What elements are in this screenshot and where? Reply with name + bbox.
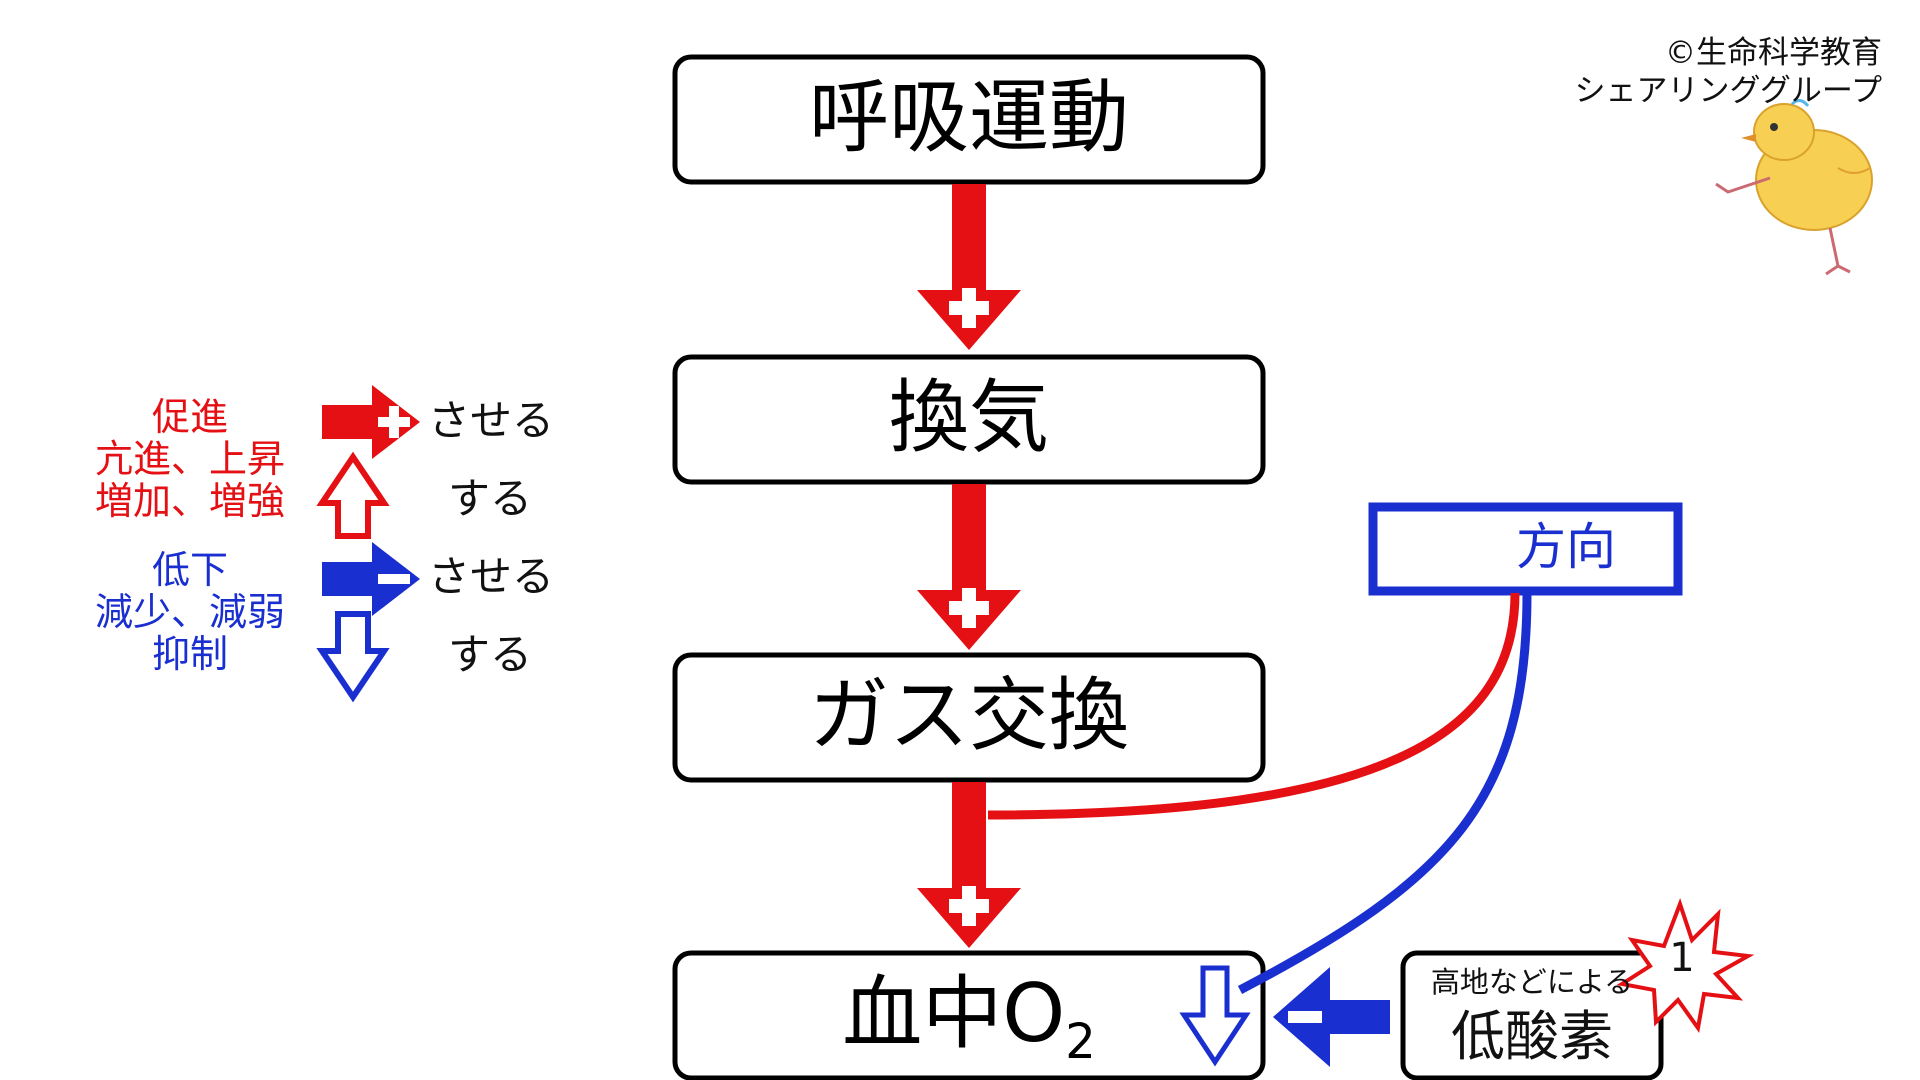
legend-does-label-red: する [448, 474, 533, 523]
minus-icon [378, 574, 410, 584]
legend-suppress-term: 抑制 [151, 632, 228, 676]
promote-arrow-2 [917, 484, 1021, 650]
copyright-line-1: ©生命科学教育 [1665, 35, 1882, 71]
badge-number: 1 [1669, 935, 1695, 981]
box-respiratory-movement [672, 54, 1266, 185]
legend-promote-terms: 促進 亢進、上昇 増加、増強 [70, 396, 310, 522]
blood-o2-subscript: 2 [1065, 1013, 1096, 1070]
label-blood-o2: 血中O2 [675, 974, 1263, 1066]
legend-causes-label-red: させる [428, 396, 555, 445]
legend-promote-term: 増加、増強 [94, 479, 285, 523]
plus-icon [949, 588, 989, 628]
box-gas-exchange [672, 652, 1266, 783]
plus-icon [949, 886, 989, 926]
legend-down-arrow [316, 611, 390, 703]
plus-icon [949, 288, 989, 328]
promote-arrow-3 [917, 782, 1021, 948]
label-ventilation: 換気 [889, 371, 1049, 464]
promote-arrow-1 [917, 184, 1021, 350]
chick-icon [1715, 99, 1873, 276]
red-connector-line [987, 592, 1520, 820]
label-gas-exchange: ガス交換 [809, 669, 1129, 762]
box-direction [1368, 502, 1683, 596]
box-ventilation [672, 354, 1266, 485]
label-hypoxia: 低酸素 [1451, 1005, 1613, 1068]
legend-suppress-term: 低下 [151, 548, 228, 592]
down-arrow-icon [1179, 965, 1251, 1067]
legend-promote-term: 亢進、上昇 [94, 437, 285, 481]
label-direction: 方向 [1516, 518, 1616, 576]
minus-icon [1288, 1011, 1322, 1023]
legend-up-arrow [316, 451, 390, 539]
suppress-arrow-hypoxia [1273, 967, 1390, 1067]
copyright: ©生命科学教育 シェアリンググループ [1574, 34, 1882, 110]
legend-promote-arrow [322, 385, 420, 459]
legend-causes-label-blue: させる [428, 552, 555, 601]
label-respiratory-movement: 呼吸運動 [809, 71, 1129, 164]
blue-connector-line [1237, 592, 1532, 994]
box-blood-o2 [672, 950, 1266, 1080]
blood-o2-text: 血中O [842, 967, 1066, 1060]
legend-suppress-arrow [322, 542, 420, 616]
legend-suppress-term: 減少、減弱 [94, 590, 285, 634]
label-hypoxia-cause: 高地などによる [1430, 965, 1634, 999]
star-burst-icon [1616, 898, 1755, 1034]
legend-does-label-blue: する [448, 630, 533, 679]
legend-suppress-terms: 低下 減少、減弱 抑制 [70, 549, 310, 675]
copyright-line-2: シェアリンググループ [1574, 73, 1882, 109]
plus-icon [378, 406, 410, 438]
legend-promote-term: 促進 [151, 395, 228, 439]
